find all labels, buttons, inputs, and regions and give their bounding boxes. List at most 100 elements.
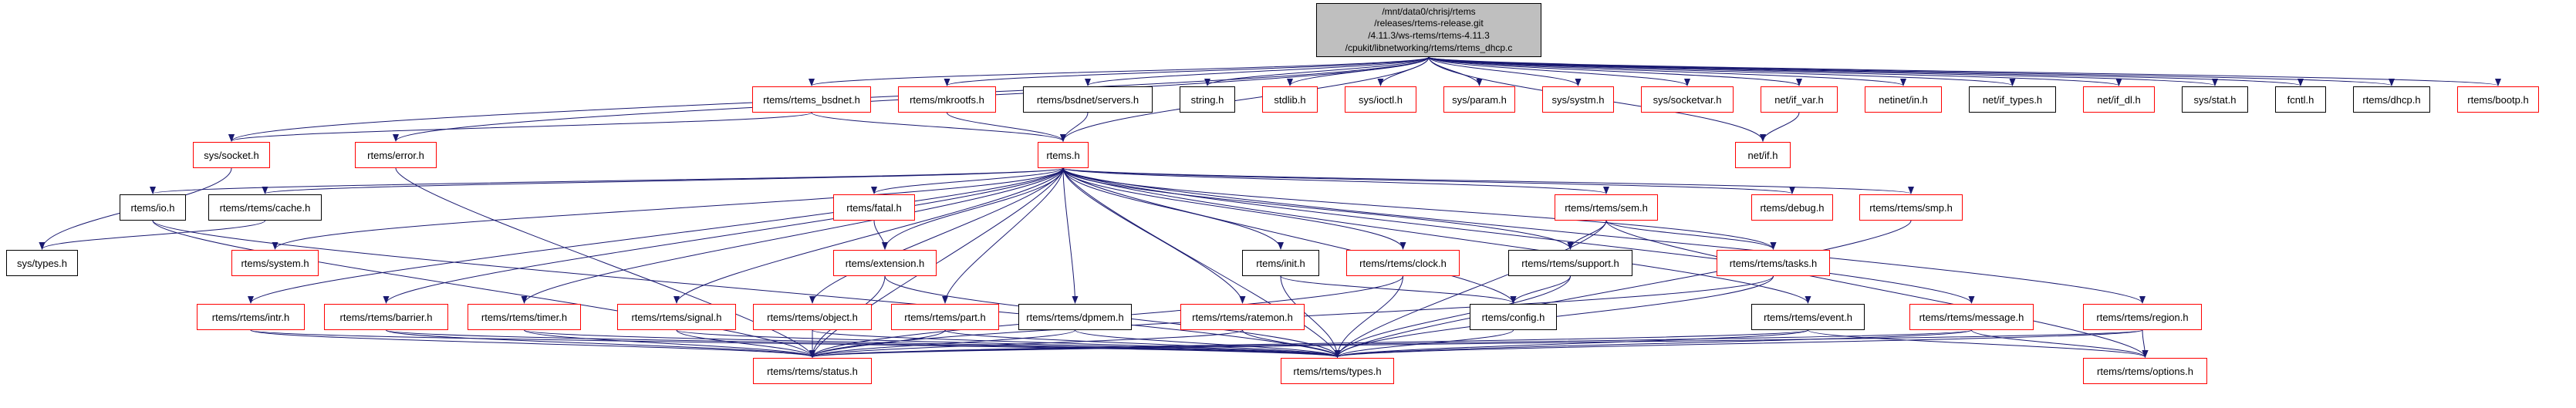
edge-src-stat — [1428, 56, 2218, 86]
edge-mkrootfs-rtems — [947, 112, 1066, 142]
edge-signal-status — [676, 329, 815, 358]
edge-src-mkrootfs — [944, 56, 1430, 86]
edge-rtems-status — [809, 167, 1064, 358]
include-node-error[interactable]: rtems/error.h — [355, 142, 437, 168]
include-node-dpmem: rtems/rtems/dpmem.h — [1018, 304, 1132, 330]
include-node-string: string.h — [1180, 86, 1235, 113]
include-node-init: rtems/init.h — [1242, 250, 1319, 276]
edge-rtems-debug — [1062, 167, 1795, 194]
include-node-ioctl[interactable]: sys/ioctl.h — [1345, 86, 1416, 113]
include-node-netif[interactable]: net/if.h — [1735, 142, 1791, 168]
edge-sem-rtypes — [1334, 220, 1607, 358]
include-node-rtypes[interactable]: rtems/rtems/types.h — [1281, 358, 1394, 384]
include-node-debug[interactable]: rtems/debug.h — [1751, 194, 1833, 221]
edge-rtems-region — [1062, 167, 2146, 304]
edge-io-status — [152, 220, 815, 358]
edge-src-dhcp — [1428, 56, 2395, 86]
edge-rtems-fatal — [871, 167, 1064, 194]
include-node-rtems[interactable]: rtems.h — [1038, 142, 1089, 168]
edge-fatal-extension — [873, 220, 888, 250]
include-node-intr[interactable]: rtems/rtems/intr.h — [197, 304, 305, 330]
include-node-servers: rtems/bsdnet/servers.h — [1023, 86, 1153, 113]
include-node-timer[interactable]: rtems/rtems/timer.h — [468, 304, 581, 330]
include-node-config: rtems/config.h — [1470, 304, 1557, 330]
include-node-socket[interactable]: sys/socket.h — [193, 142, 270, 168]
edge-rtems-ratemon — [1062, 167, 1246, 304]
include-node-systm[interactable]: sys/systm.h — [1542, 86, 1614, 113]
edge-src-ifdl — [1428, 56, 2122, 86]
include-node-iftypes: net/if_types.h — [1969, 86, 2056, 113]
include-node-ifvar[interactable]: net/if_var.h — [1761, 86, 1838, 113]
edge-init-config — [1280, 275, 1517, 304]
source-file-path-line: /cpukit/libnetworking/rtems/rtems_dhcp.c — [1345, 42, 1513, 53]
edge-rtems-event — [1062, 167, 1811, 304]
edge-message-options — [1971, 329, 2149, 358]
edge-rtems-io — [150, 167, 1064, 194]
include-node-tasks[interactable]: rtems/rtems/tasks.h — [1717, 250, 1830, 276]
edge-src-ifvar — [1428, 56, 1802, 86]
edge-rtems-message — [1062, 167, 1975, 304]
edge-src-rtems — [1060, 56, 1430, 142]
include-node-sem[interactable]: rtems/rtems/sem.h — [1555, 194, 1658, 221]
edge-sem-options — [1605, 220, 2149, 358]
source-file-path-line: /mnt/data0/chrisj/rtems — [1382, 5, 1476, 17]
edge-object-rtypes — [812, 329, 1341, 358]
include-node-message[interactable]: rtems/rtems/message.h — [1909, 304, 2034, 330]
include-node-mkrootfs[interactable]: rtems/mkrootfs.h — [898, 86, 996, 113]
include-node-bsdnet[interactable]: rtems/rtems_bsdnet.h — [752, 86, 871, 113]
include-node-io: rtems/io.h — [120, 194, 186, 221]
edge-intr-status — [250, 329, 815, 358]
source-file-path-line: /releases/rtems-release.git — [1374, 18, 1484, 29]
include-node-clock[interactable]: rtems/rtems/clock.h — [1346, 250, 1460, 276]
include-node-support: rtems/rtems/support.h — [1508, 250, 1632, 276]
edge-rtems-smp — [1062, 167, 1914, 194]
edge-rtems-timer — [521, 167, 1064, 304]
include-node-extension[interactable]: rtems/extension.h — [833, 250, 937, 276]
edge-rtems-config — [1062, 167, 1517, 304]
edge-cache-systypes — [39, 220, 265, 250]
include-node-fcntl: fcntl.h — [2275, 86, 2326, 113]
edge-rtems-clock — [1062, 167, 1406, 250]
include-node-fatal[interactable]: rtems/fatal.h — [833, 194, 915, 221]
edge-src-string — [1204, 56, 1430, 86]
edge-rtems-part — [942, 167, 1064, 304]
edge-part-rtypes — [944, 329, 1341, 358]
include-node-signal[interactable]: rtems/rtems/signal.h — [617, 304, 736, 330]
include-node-ifdl[interactable]: net/if_dl.h — [2083, 86, 2155, 113]
edge-rtems-rtypes — [1062, 167, 1341, 358]
edge-rtems-dpmem — [1062, 167, 1079, 304]
edge-region-status — [810, 329, 2143, 358]
edge-src-bsdnet — [809, 56, 1430, 86]
include-node-netinetin[interactable]: netinet/in.h — [1865, 86, 1942, 113]
edge-src-servers — [1085, 56, 1430, 86]
include-node-region[interactable]: rtems/rtems/region.h — [2083, 304, 2202, 330]
edge-rtems-cache — [262, 167, 1064, 194]
include-node-cache: rtems/rtems/cache.h — [208, 194, 322, 221]
edge-ifvar-netif — [1760, 112, 1800, 142]
edge-src-systm — [1428, 56, 1582, 86]
edge-barrier-rtypes — [386, 329, 1340, 358]
edge-dpmem-status — [809, 329, 1075, 358]
edge-ratemon-status — [809, 329, 1243, 358]
include-node-stat: sys/stat.h — [2182, 86, 2248, 113]
include-node-barrier[interactable]: rtems/rtems/barrier.h — [324, 304, 448, 330]
include-node-options[interactable]: rtems/rtems/options.h — [2083, 358, 2207, 384]
edge-src-socketvar — [1428, 56, 1690, 86]
include-node-ratemon[interactable]: rtems/rtems/ratemon.h — [1180, 304, 1305, 330]
include-node-bootp[interactable]: rtems/bootp.h — [2457, 86, 2539, 113]
include-node-system[interactable]: rtems/system.h — [231, 250, 319, 276]
include-node-param[interactable]: sys/param.h — [1443, 86, 1515, 113]
edge-event-rtypes — [1334, 329, 1808, 358]
include-node-socketvar[interactable]: sys/socketvar.h — [1641, 86, 1734, 113]
edge-event-status — [809, 329, 1808, 358]
edge-rtems-sem — [1062, 167, 1609, 194]
include-node-stdlib[interactable]: stdlib.h — [1262, 86, 1318, 113]
edge-io-rtypes — [152, 220, 1341, 358]
include-node-object[interactable]: rtems/rtems/object.h — [753, 304, 872, 330]
include-node-status[interactable]: rtems/rtems/status.h — [753, 358, 872, 384]
include-node-part[interactable]: rtems/rtems/part.h — [891, 304, 999, 330]
edge-clock-rtypes — [1334, 275, 1403, 358]
include-node-smp[interactable]: rtems/rtems/smp.h — [1859, 194, 1963, 221]
